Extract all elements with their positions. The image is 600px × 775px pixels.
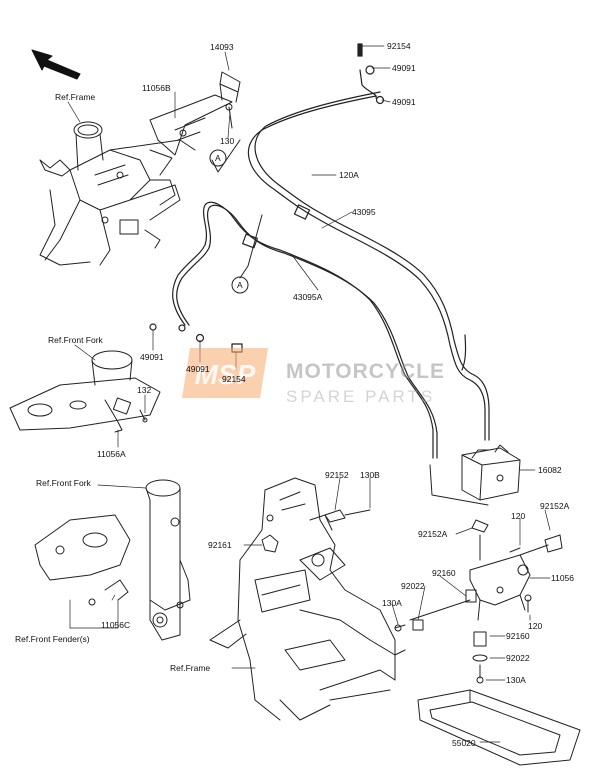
label-92022-b: 92022 (506, 653, 530, 663)
label-92152a-right: 92152A (540, 501, 570, 511)
label-92160-a: 92160 (432, 568, 456, 578)
label-14093: 14093 (210, 42, 234, 52)
label-43095: 43095 (352, 207, 376, 217)
label-120-a: 120 (511, 511, 526, 521)
front-fork-fender-drawing (34, 479, 191, 641)
label-130a-bottom: 130A (506, 675, 526, 685)
label-120a: 120A (339, 170, 359, 180)
label-callout-a-top: A (215, 153, 221, 163)
front-fork-top-drawing (9, 350, 161, 433)
msp-logo-icon: MSP (182, 348, 268, 398)
callout-a-top-circle (209, 149, 227, 167)
label-49091-d: 49091 (186, 364, 210, 374)
label-ref-front-fork-top: Ref.Front Fork (48, 335, 103, 345)
label-ref-frame-top: Ref.Frame (55, 92, 96, 102)
label-11056: 11056 (551, 573, 575, 583)
bolt-92152-drawing (261, 509, 371, 553)
label-120-b: 120 (528, 621, 543, 631)
label-43095a: 43095A (293, 292, 323, 302)
label-92161: 92161 (208, 540, 232, 550)
label-92154-bottom: 92154 (222, 374, 246, 384)
label-16082: 16082 (538, 465, 562, 475)
label-ref-front-fender: Ref.Front Fender(s) (15, 634, 90, 644)
label-49091-c: 49091 (140, 352, 164, 362)
label-callout-a-left: A (237, 280, 243, 290)
label-92022-a: 92022 (401, 581, 425, 591)
label-11056a: 11056A (97, 449, 126, 459)
callout-a-left-circle (231, 276, 249, 294)
abs-unit-16082-drawing (429, 444, 521, 506)
label-132: 132 (137, 385, 152, 395)
label-11056c: 11056C (101, 620, 131, 630)
watermark-line1: MOTORCYCLE (286, 360, 445, 383)
watermark-line2: SPARE PARTS (286, 387, 436, 406)
frame-top-drawing (39, 121, 196, 266)
bracket-14093-drawing (149, 71, 241, 156)
front-direction-arrow-icon (31, 49, 81, 80)
label-49091-a: 49091 (392, 63, 416, 73)
label-55020: 55020 (452, 738, 476, 748)
label-92154-top: 92154 (387, 41, 411, 51)
label-11056b: 11056B (142, 83, 171, 93)
under-cover-55020-drawing (417, 689, 581, 766)
label-92152a-left: 92152A (418, 529, 448, 539)
bracket-11056-drawing (469, 519, 563, 621)
brake-hose-43095 (247, 43, 490, 441)
leader-lines (67, 45, 551, 743)
label-92160-b: 92160 (506, 631, 530, 641)
label-130-top: 130 (220, 136, 235, 146)
label-ref-front-fork-mid: Ref.Front Fork (36, 478, 91, 488)
svg-text:MSP: MSP (195, 359, 256, 390)
label-49091-b: 49091 (392, 97, 416, 107)
frame-bottom-drawing (209, 477, 406, 721)
label-ref-frame-bottom: Ref.Frame (170, 663, 211, 673)
label-92152: 92152 (325, 470, 349, 480)
label-130b: 130B (360, 470, 380, 480)
callout-a-lines (211, 139, 263, 279)
label-130a-left: 130A (382, 598, 402, 608)
watermark: MSP MOTORCYCLE SPARE PARTS (180, 330, 450, 412)
